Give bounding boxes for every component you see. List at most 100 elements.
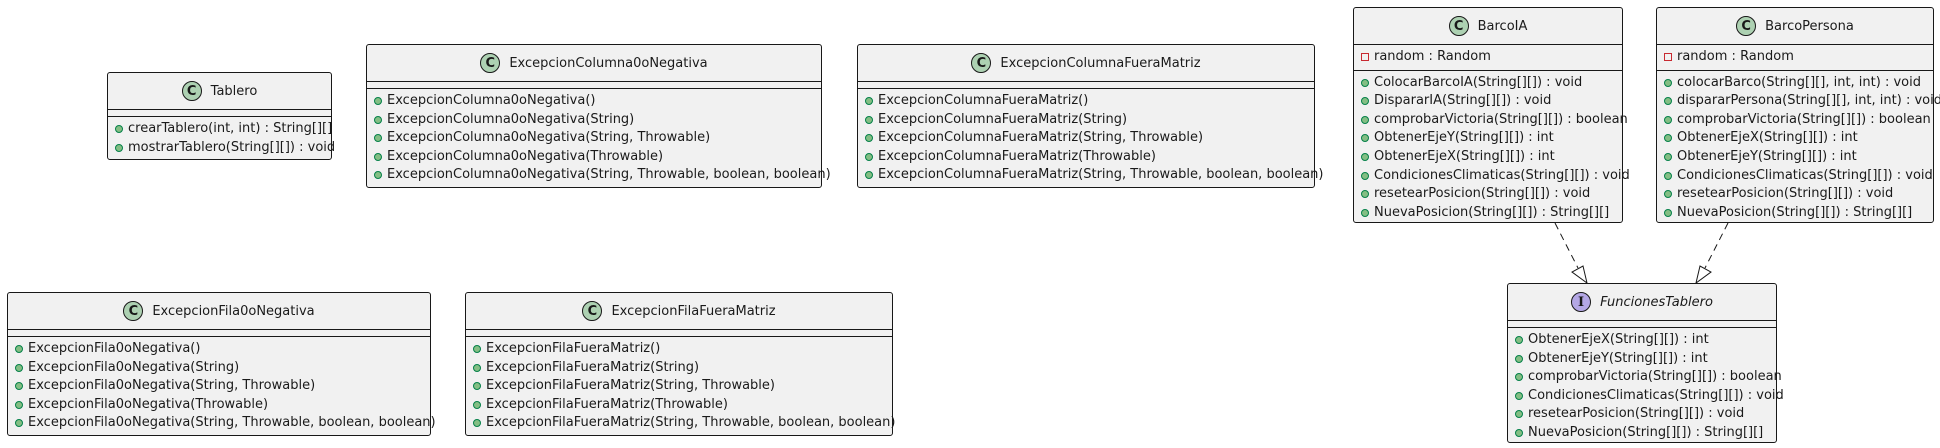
method-text: CondicionesClimaticas(String[][]) : void	[1374, 167, 1630, 183]
public-visibility-icon	[15, 400, 23, 409]
public-visibility-icon	[1515, 336, 1523, 344]
method-row: CondicionesClimaticas(String[][]) : void	[1657, 167, 1933, 186]
method-text: ObtenerEjeY(String[][]) : int	[1677, 148, 1857, 164]
fields-compartment	[108, 109, 331, 116]
public-visibility-icon	[1515, 354, 1523, 363]
methods-compartment: crearTablero(int, int) : String[][]mostr…	[108, 116, 335, 160]
method-text: ExcepcionColumnaFueraMatriz(String)	[878, 111, 1128, 127]
fields-compartment	[1508, 320, 1776, 327]
method-text: mostrarTablero(String[][]) : void	[128, 139, 336, 155]
method-text: ObtenerEjeY(String[][]) : int	[1374, 130, 1554, 146]
method-text: ExcepcionFila0oNegativa(Throwable)	[28, 396, 269, 412]
class-name: ExcepcionColumnaFueraMatriz	[1000, 55, 1201, 71]
method-text: resetearPosicion(String[][]) : void	[1374, 186, 1591, 202]
method-text: CondicionesClimaticas(String[][]) : void	[1528, 387, 1784, 403]
public-visibility-icon	[1361, 152, 1369, 161]
realization-arrow-barcoia-funcionestablero	[1554, 222, 1579, 269]
public-visibility-icon	[1515, 391, 1523, 400]
public-visibility-icon	[115, 143, 123, 152]
method-row: ExcepcionColumnaFueraMatriz(Throwable)	[858, 148, 1314, 167]
method-row: ObtenerEjeX(String[][]) : int	[1657, 129, 1933, 148]
method-text: dispararPersona(String[][], int, int) : …	[1677, 93, 1940, 109]
method-row: ExcepcionColumnaFueraMatriz()	[858, 92, 1314, 111]
class-header: C BarcoIA	[1354, 8, 1622, 44]
realization-arrow-barcopersona-funcionestablero	[1704, 222, 1729, 269]
method-text: ExcepcionColumna0oNegativa()	[387, 93, 596, 108]
public-visibility-icon	[15, 382, 23, 391]
method-row: ExcepcionFilaFueraMatriz(String)	[466, 359, 892, 378]
public-visibility-icon	[374, 97, 382, 105]
method-row: ExcepcionFilaFueraMatriz(String, Throwab…	[466, 377, 892, 396]
method-row: ObtenerEjeX(String[][]) : int	[1354, 148, 1622, 167]
public-visibility-icon	[473, 363, 481, 372]
public-visibility-icon	[865, 134, 873, 143]
public-visibility-icon	[865, 97, 873, 105]
method-row: CondicionesClimaticas(String[][]) : void	[1508, 387, 1784, 406]
class-header: C ExcepcionFila0oNegativa	[8, 293, 430, 329]
class-badge-icon: C	[1448, 16, 1469, 36]
method-text: DispararIA(String[][]) : void	[1374, 93, 1552, 109]
method-row: colocarBarco(String[][], int, int) : voi…	[1657, 74, 1933, 93]
method-row: DispararIA(String[][]) : void	[1354, 92, 1622, 111]
method-text: ExcepcionColumna0oNegativa(Throwable)	[387, 148, 664, 164]
method-row: ExcepcionColumna0oNegativa()	[367, 92, 821, 111]
method-row: resetearPosicion(String[][]) : void	[1354, 185, 1622, 204]
method-text: ColocarBarcoIA(String[][]) : void	[1374, 74, 1583, 90]
method-row: comprobarVictoria(String[][]) : boolean	[1657, 111, 1933, 130]
public-visibility-icon	[1361, 97, 1369, 106]
method-row: ExcepcionColumnaFueraMatriz(String, Thro…	[858, 129, 1314, 148]
method-row: ColocarBarcoIA(String[][]) : void	[1354, 74, 1622, 93]
field-text: random : Random	[1677, 49, 1794, 64]
class-badge-icon: C	[1736, 16, 1757, 36]
field-row: random : Random	[1354, 48, 1622, 67]
method-row: dispararPersona(String[][], int, int) : …	[1657, 92, 1940, 111]
method-row: ExcepcionFila0oNegativa(String)	[8, 359, 430, 378]
realization-arrowhead-barcopersona	[1695, 265, 1712, 285]
class-name: BarcoIA	[1477, 18, 1528, 34]
public-visibility-icon	[1361, 115, 1369, 124]
method-row: ObtenerEjeY(String[][]) : int	[1354, 129, 1622, 148]
public-visibility-icon	[1515, 373, 1523, 382]
class-badge-icon: C	[971, 53, 992, 73]
class-badge-icon: C	[123, 301, 144, 321]
public-visibility-icon	[1361, 78, 1369, 87]
method-row: CondicionesClimaticas(String[][]) : void	[1354, 167, 1630, 186]
methods-compartment: ExcepcionFilaFueraMatriz()ExcepcionFilaF…	[466, 336, 895, 436]
method-text: ExcepcionFila0oNegativa(String, Throwabl…	[28, 415, 436, 431]
methods-compartment: ExcepcionColumnaFueraMatriz()ExcepcionCo…	[858, 88, 1324, 188]
public-visibility-icon	[865, 115, 873, 124]
method-text: comprobarVictoria(String[][]) : boolean	[1677, 111, 1931, 127]
method-text: comprobarVictoria(String[][]) : boolean	[1374, 111, 1628, 127]
private-visibility-icon	[1361, 53, 1369, 61]
class-name: FuncionesTablero	[1600, 294, 1713, 310]
method-text: ExcepcionColumnaFueraMatriz(String, Thro…	[878, 167, 1324, 183]
class-header: C ExcepcionColumnaFueraMatriz	[858, 45, 1314, 81]
class-badge-icon: C	[582, 301, 603, 321]
method-row: ExcepcionFila0oNegativa()	[8, 340, 430, 359]
class-name: ExcepcionFila0oNegativa	[152, 303, 315, 319]
class-name: ExcepcionFilaFueraMatriz	[611, 303, 776, 319]
method-text: NuevaPosicion(String[][]) : String[][]	[1528, 424, 1764, 440]
method-text: ExcepcionFila0oNegativa()	[28, 341, 201, 356]
method-row: NuevaPosicion(String[][]) : String[][]	[1508, 424, 1776, 443]
fields-compartment: random : Random	[1657, 44, 1933, 70]
method-text: resetearPosicion(String[][]) : void	[1528, 406, 1745, 422]
method-row: ObtenerEjeY(String[][]) : int	[1508, 350, 1776, 369]
method-row: resetearPosicion(String[][]) : void	[1508, 405, 1776, 424]
method-row: ExcepcionColumnaFueraMatriz(String)	[858, 111, 1314, 130]
public-visibility-icon	[1664, 152, 1672, 161]
public-visibility-icon	[1664, 78, 1672, 87]
method-text: NuevaPosicion(String[][]) : String[][]	[1677, 204, 1913, 220]
